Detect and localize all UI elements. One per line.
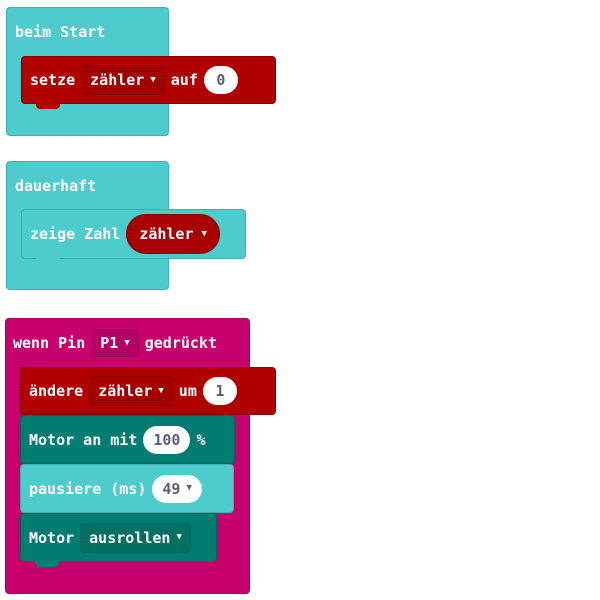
chevron-down-icon: ▼ (186, 483, 192, 493)
variable-name: zähler (98, 382, 153, 400)
block-notch (36, 258, 60, 264)
chevron-down-icon: ▼ (150, 74, 156, 85)
on-pin-header: wenn Pin P1 ▼ gedrückt (5, 326, 225, 360)
motor-stop-mode: ausrollen (89, 528, 171, 547)
on-pin-title-prefix: wenn Pin (13, 334, 86, 352)
change-label: ändere (29, 382, 84, 400)
motor-on-block[interactable]: Motor an mit 100 % (20, 415, 235, 464)
on-pin-title-suffix: gedrückt (144, 334, 217, 352)
block-notch (35, 561, 59, 567)
pause-duration-dropdown[interactable]: 49 ▼ (152, 474, 202, 503)
on-start-title: beim Start (15, 23, 106, 41)
motor-stop-block[interactable]: Motor ausrollen ▼ (20, 513, 217, 567)
chevron-down-icon: ▼ (124, 337, 130, 348)
block-notch (36, 103, 60, 109)
motor-speed-input[interactable]: 100 (143, 425, 191, 454)
value-input[interactable]: 1 (202, 377, 237, 405)
variable-reporter[interactable]: zähler ▼ (126, 214, 220, 254)
by-label: um (178, 382, 197, 400)
variable-name: zähler (90, 71, 145, 89)
variable-dropdown[interactable]: zähler ▼ (81, 65, 165, 95)
pause-block[interactable]: pausiere (ms) 49 ▼ (20, 464, 234, 513)
set-variable-block[interactable]: setze zähler ▼ auf 0 (21, 56, 276, 109)
pin-dropdown[interactable]: P1 ▼ (91, 329, 139, 357)
change-variable-block[interactable]: ändere zähler ▼ um 1 (20, 367, 276, 415)
value-input[interactable]: 0 (203, 66, 238, 94)
chevron-down-icon: ▼ (201, 228, 207, 239)
chevron-down-icon: ▼ (158, 385, 164, 396)
motor-stop-label: Motor (29, 528, 75, 547)
show-number-label: zeige Zahl (30, 225, 121, 243)
set-label: setze (30, 71, 76, 89)
to-label: auf (170, 71, 198, 89)
variable-dropdown[interactable]: zähler ▼ (89, 376, 173, 406)
motor-on-label: Motor an mit (29, 430, 138, 449)
pause-label: pausiere (ms) (29, 479, 147, 498)
forever-title: dauerhaft (15, 177, 97, 195)
motor-stop-mode-dropdown[interactable]: ausrollen ▼ (80, 522, 191, 553)
pin-name: P1 (100, 334, 119, 352)
chevron-down-icon: ▼ (176, 532, 182, 542)
pause-duration-value: 49 (162, 479, 181, 498)
variable-name: zähler (139, 225, 194, 243)
percent-label: % (196, 430, 206, 449)
show-number-block[interactable]: zeige Zahl zähler ▼ (21, 209, 246, 264)
